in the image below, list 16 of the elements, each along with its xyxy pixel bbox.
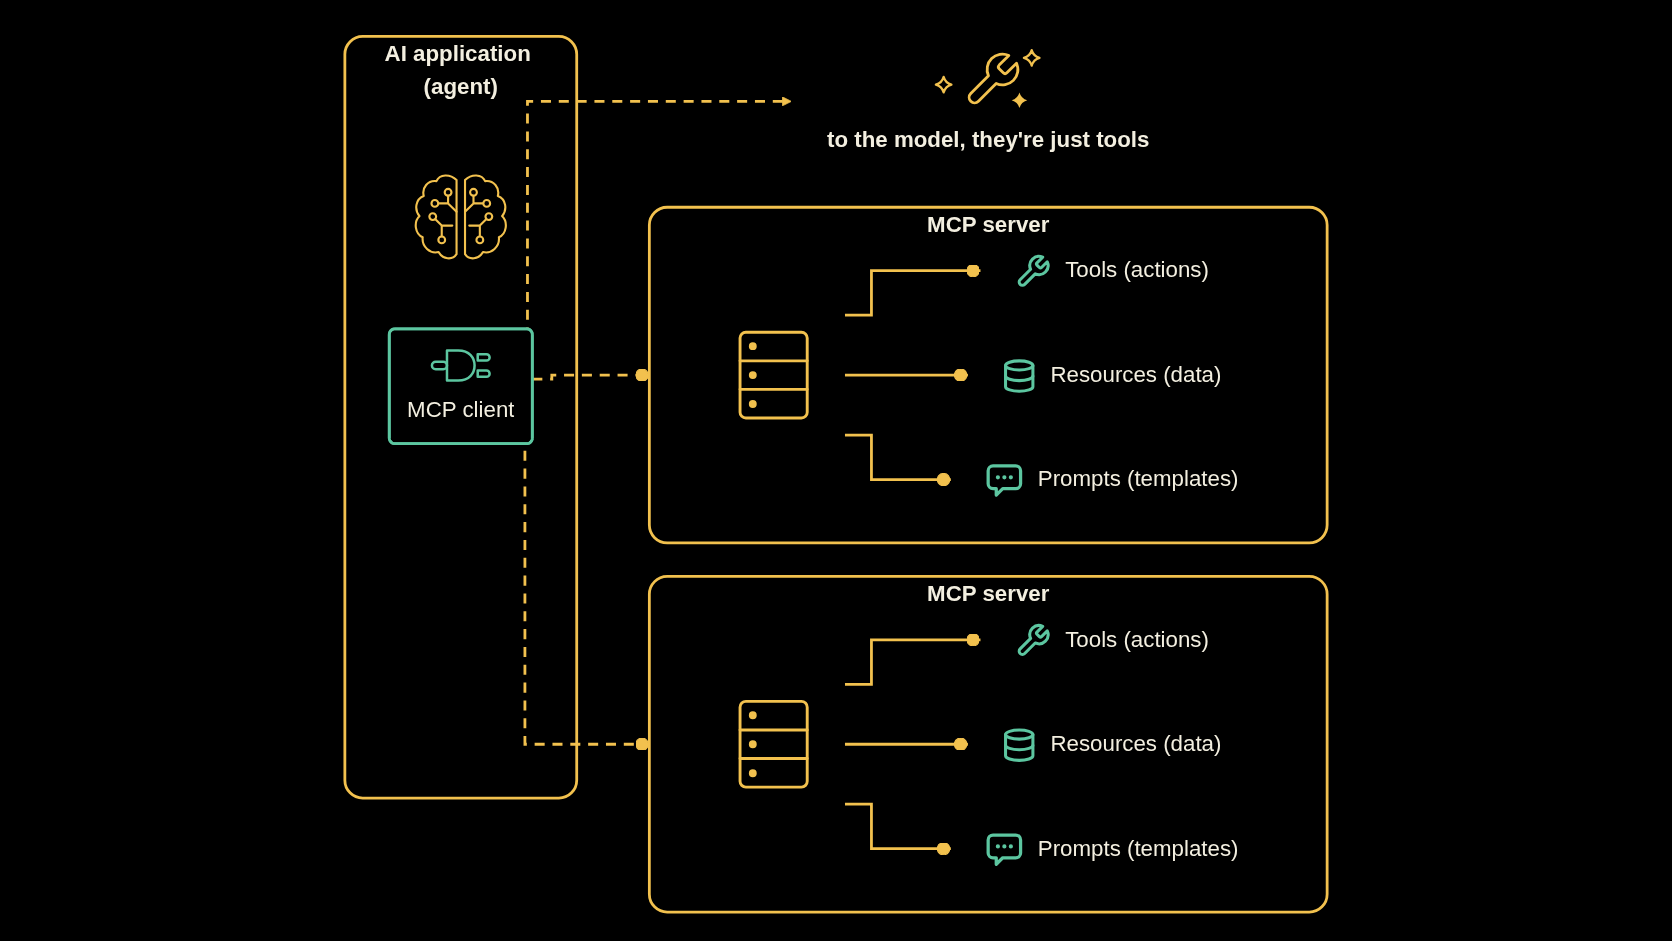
connector [844, 737, 968, 751]
server-rack-icon [740, 332, 808, 418]
node-text: Resources (data) [1050, 361, 1222, 387]
connector [844, 263, 981, 317]
connector [844, 802, 951, 856]
connector [844, 368, 968, 382]
server-rack-icon [740, 701, 808, 788]
connector [844, 633, 981, 686]
node-text: Tools (actions) [1065, 257, 1209, 282]
node-text: Prompts (templates) [1037, 466, 1239, 491]
node-text: to the model, they're just tools [827, 127, 1150, 152]
node-text: Prompts (templates) [1037, 835, 1239, 861]
node-text: Resources (data) [1050, 731, 1222, 756]
connector [844, 433, 951, 487]
node-text: Tools (actions) [1065, 626, 1209, 652]
connector [532, 368, 650, 382]
